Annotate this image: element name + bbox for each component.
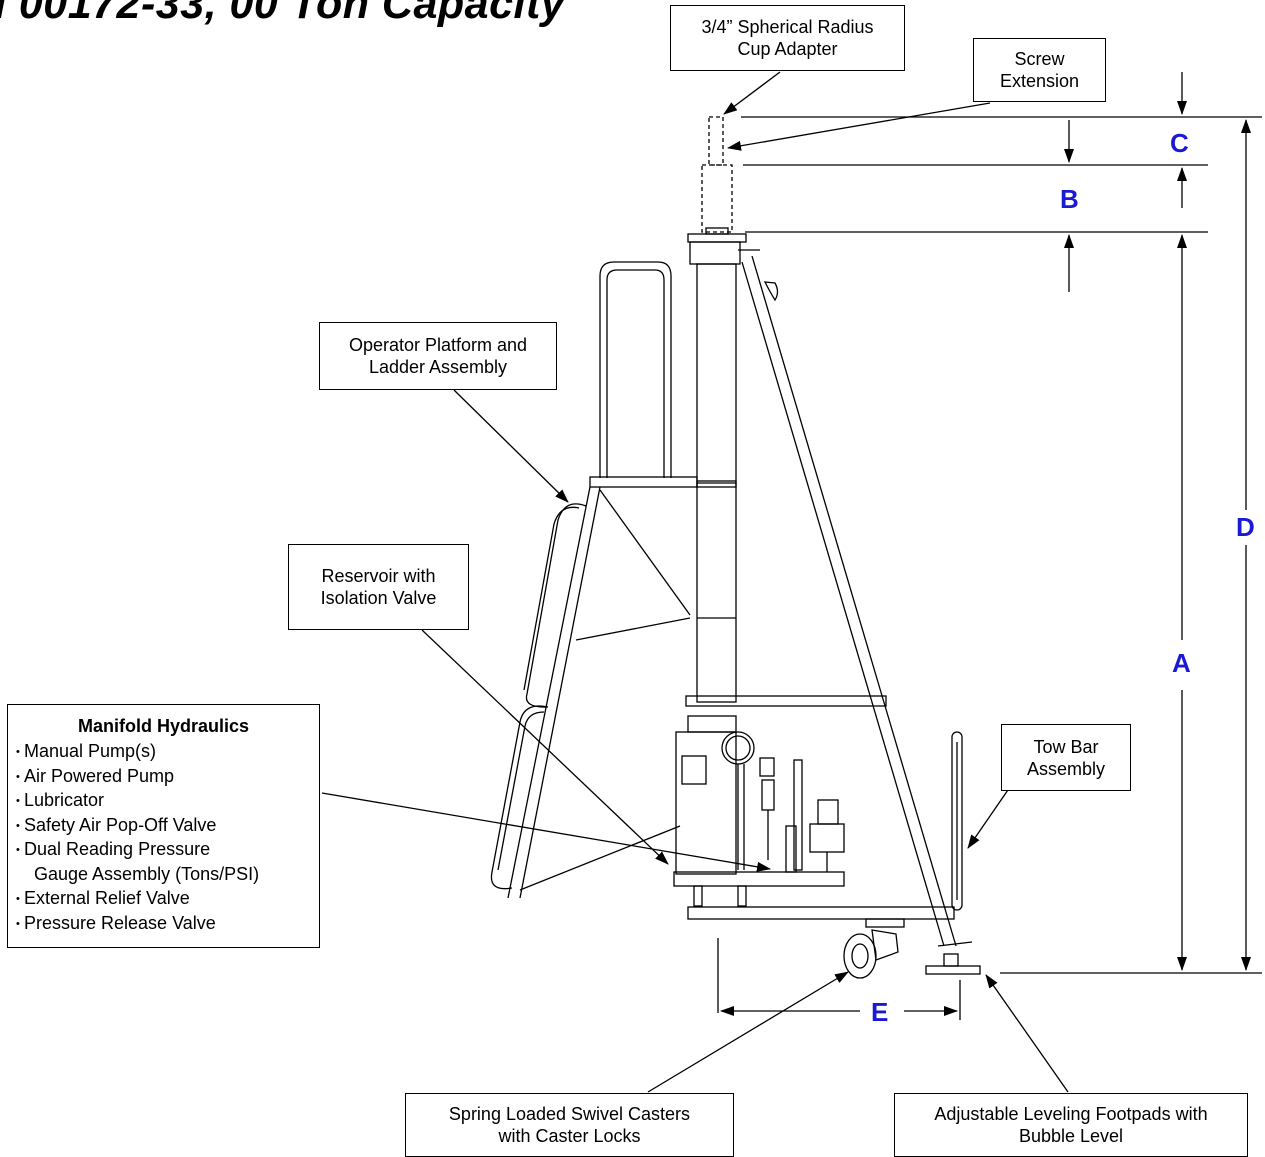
manifold-item: External Relief Valve (16, 886, 319, 911)
manifold-list: Manual Pump(s) Air Powered Pump Lubricat… (8, 739, 319, 936)
tow-bar-label-line2: Assembly (1026, 758, 1106, 779)
screw-extension-label-line1: Screw (1014, 49, 1065, 69)
operator-platform-callout: Operator Platform and Ladder Assembly (319, 322, 557, 390)
cup-adapter-label-line1: 3/4” Spherical Radius (701, 17, 874, 37)
screw-extension-label-line2: Extension (999, 71, 1080, 91)
operator-platform-label-line1: Operator Platform and (348, 335, 528, 355)
cup-adapter-label-line2: Cup Adapter (737, 39, 838, 59)
reservoir-callout: Reservoir with Isolation Valve (288, 544, 469, 630)
dimension-c-label: C (1170, 128, 1189, 158)
drawing-title: I 00172-33, 00 Ton Capacity (0, 0, 566, 28)
manifold-title: Manifold Hydraulics (77, 716, 250, 736)
dimension-a-label: A (1172, 648, 1191, 678)
tow-bar-callout: Tow Bar Assembly (1001, 724, 1131, 791)
dimension-b-label: B (1060, 184, 1079, 214)
dimension-e-label: E (871, 997, 889, 1027)
footpads-label-line1: Adjustable Leveling Footpads with (934, 1104, 1208, 1124)
manifold-item: Manual Pump(s) (16, 739, 319, 764)
manifold-item: Dual Reading Pressure Gauge Assembly (To… (16, 837, 319, 886)
casters-label-line2: with Caster Locks (498, 1126, 641, 1146)
footpads-callout: Adjustable Leveling Footpads with Bubble… (894, 1093, 1248, 1157)
manifold-item: Pressure Release Valve (16, 911, 319, 935)
manifold-item: Lubricator (16, 788, 319, 813)
reservoir-label-line2: Isolation Valve (320, 588, 437, 608)
operator-platform-label-line2: Ladder Assembly (368, 357, 508, 377)
reservoir-label-line1: Reservoir with (321, 566, 436, 586)
casters-callout: Spring Loaded Swivel Casters with Caster… (405, 1093, 734, 1157)
manifold-hydraulics-callout: Manifold Hydraulics Manual Pump(s) Air P… (7, 704, 320, 948)
manifold-item: Air Powered Pump (16, 764, 319, 788)
tow-bar-label-line1: Tow Bar (1033, 736, 1099, 757)
cup-adapter-callout: 3/4” Spherical Radius Cup Adapter (670, 5, 905, 71)
manifold-item: Safety Air Pop-Off Valve (16, 813, 319, 837)
dimension-d-label: D (1236, 512, 1255, 542)
casters-label-line1: Spring Loaded Swivel Casters (448, 1104, 691, 1124)
screw-extension-callout: Screw Extension (973, 38, 1106, 102)
footpads-label-line2: Bubble Level (1018, 1126, 1124, 1146)
